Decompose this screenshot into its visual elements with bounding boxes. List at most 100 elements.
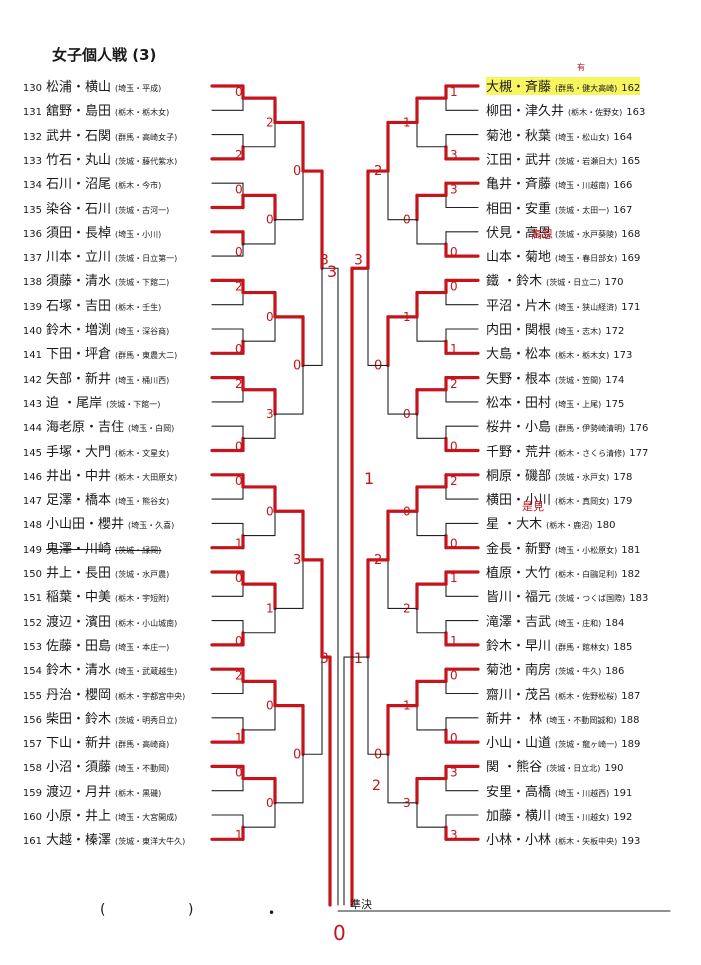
entry-number: 139	[22, 301, 42, 313]
entry-number: 188	[620, 714, 640, 726]
score-mark: 2	[235, 148, 243, 162]
entry-number: 131	[22, 107, 42, 119]
entry-school: (茨城・下館二)	[115, 278, 170, 288]
entry-right: 山本・菊地(埼玉・春日部女)169	[486, 247, 640, 265]
entry-school: (埼玉・川越西)	[555, 788, 610, 798]
entry-school: (茨城・藤代紫水)	[115, 156, 178, 166]
score-mark: 1	[450, 342, 458, 356]
entry-number: 140	[22, 326, 42, 337]
entry-names: 齋川・茂呂	[486, 687, 552, 703]
entry-school: (茨城・日立北)	[546, 764, 601, 774]
entry-number: 133	[22, 155, 42, 167]
entry-school: (栃木・さくら清修)	[555, 448, 626, 458]
entry-school: (栃木・文星女)	[115, 448, 170, 458]
entry-school: (茨城・日立二)	[546, 278, 601, 288]
entry-right: 内田・関根(埼玉・志木)172	[486, 320, 624, 338]
entry-names: 小山田・櫻井	[46, 517, 125, 533]
entry-names: 井上・長田	[46, 566, 112, 581]
entry-right: 相田・安重(茨城・太田一)167	[486, 199, 632, 217]
score-mark: 0	[266, 310, 274, 324]
entry-right: 柳田・津久井(栃木・佐野女)163	[486, 101, 645, 119]
entry-names: 大越・榛澤	[46, 833, 112, 849]
entry-right: 千野・荒井(栃木・さくら清修)177	[486, 442, 648, 460]
entry-number: 192	[613, 812, 633, 823]
entry-school: (埼玉・小川)	[115, 229, 162, 239]
score-mark: 2	[235, 280, 243, 294]
entry-names: 迫 ・尾岸	[46, 395, 103, 411]
entry-school: (茨城・つくば国際)	[555, 594, 626, 604]
entry-school: (埼玉・桶川西)	[115, 375, 170, 385]
score-mark: 0	[450, 245, 458, 259]
entry-school: (茨城・太田一)	[555, 205, 610, 215]
entry-right: 滝澤・吉武(埼玉・庄和)184	[486, 612, 624, 630]
score-mark: 0	[235, 634, 243, 648]
entry-number: 135	[22, 204, 42, 216]
entry-names: 矢野・根本	[486, 371, 552, 387]
entry-school: (埼玉・熊谷女)	[115, 497, 170, 507]
entry-number: 150	[22, 569, 42, 580]
entry-school: (栃木・鹿沼)	[546, 521, 593, 531]
entry-names: 千野・荒井	[486, 444, 552, 460]
entry-names: 加藤・横川	[486, 809, 552, 824]
entry-right: 皆川・福元(茨城・つくば国際)183	[486, 587, 648, 605]
score-mark: 0	[450, 280, 458, 294]
score-mark: 3	[327, 262, 337, 281]
entry-number: 148	[22, 520, 42, 532]
score-mark: 0	[235, 342, 243, 356]
entry-number: 146	[22, 471, 42, 483]
entry-school: (埼玉・志木)	[555, 327, 602, 336]
entry-names: 小山・山道	[486, 736, 552, 752]
entry-school: (埼玉・春日部女)	[555, 254, 618, 264]
entry-left: 133 竹石・丸山(茨城・藤代紫水)	[18, 150, 177, 168]
entry-school: (埼玉・庄和)	[555, 618, 602, 628]
score-mark: 0	[266, 796, 274, 810]
entry-number: 165	[621, 155, 641, 167]
entry-names: 須藤・清水	[46, 274, 112, 290]
score-mark: 1	[450, 634, 458, 648]
entry-names: 金長・新野	[486, 541, 552, 557]
entry-number: 186	[605, 666, 625, 678]
entry-school: (茨城・水戸女)	[555, 472, 610, 482]
mark-dot: •	[268, 906, 276, 920]
entry-number: 163	[626, 107, 646, 119]
entry-names: 染谷・石川	[46, 201, 112, 217]
entry-names: 平沼・片木	[486, 298, 552, 314]
score-mark: 0	[235, 182, 243, 196]
entry-school: (埼玉・川越女)	[555, 813, 610, 822]
entry-right: 江田・武井(茨城・岩瀬日大)165	[486, 150, 640, 168]
entry-names: 柴田・鈴木	[46, 711, 112, 727]
entry-names: 下田・坪倉	[46, 347, 112, 363]
entry-number: 166	[613, 180, 633, 192]
entry-names: 山本・菊地	[486, 250, 552, 266]
entry-names: 伏見・高恩	[486, 225, 552, 241]
entry-names: 菊池・南房	[486, 663, 552, 679]
semifinal-label: 準決	[350, 898, 372, 911]
score-mark: 1	[235, 731, 243, 745]
entry-school: (栃木・宇都宮中央)	[115, 691, 186, 701]
entry-school: (栃木・宇短附)	[115, 594, 170, 604]
entry-right: 鈴木・早川(群馬・館林女)185	[486, 636, 632, 654]
entry-school: (埼玉・小松原女)	[555, 545, 618, 555]
score-mark: 0	[266, 504, 274, 518]
entry-number: 159	[22, 787, 42, 799]
entry-school: (茨城・岩瀬日大)	[555, 156, 618, 166]
entry-school: (栃木・佐野松桜)	[555, 691, 618, 701]
entry-school: (埼玉・白岡)	[128, 424, 175, 434]
entry-names: 柳田・津久井	[486, 104, 565, 120]
entry-number: 157	[22, 739, 42, 751]
entry-names: 星 ・大木	[486, 517, 543, 533]
entry-number: 187	[621, 690, 641, 702]
entry-names: 武井・石関	[46, 128, 112, 144]
entry-number: 169	[621, 253, 641, 265]
entry-names: 竹石・丸山	[46, 152, 112, 168]
